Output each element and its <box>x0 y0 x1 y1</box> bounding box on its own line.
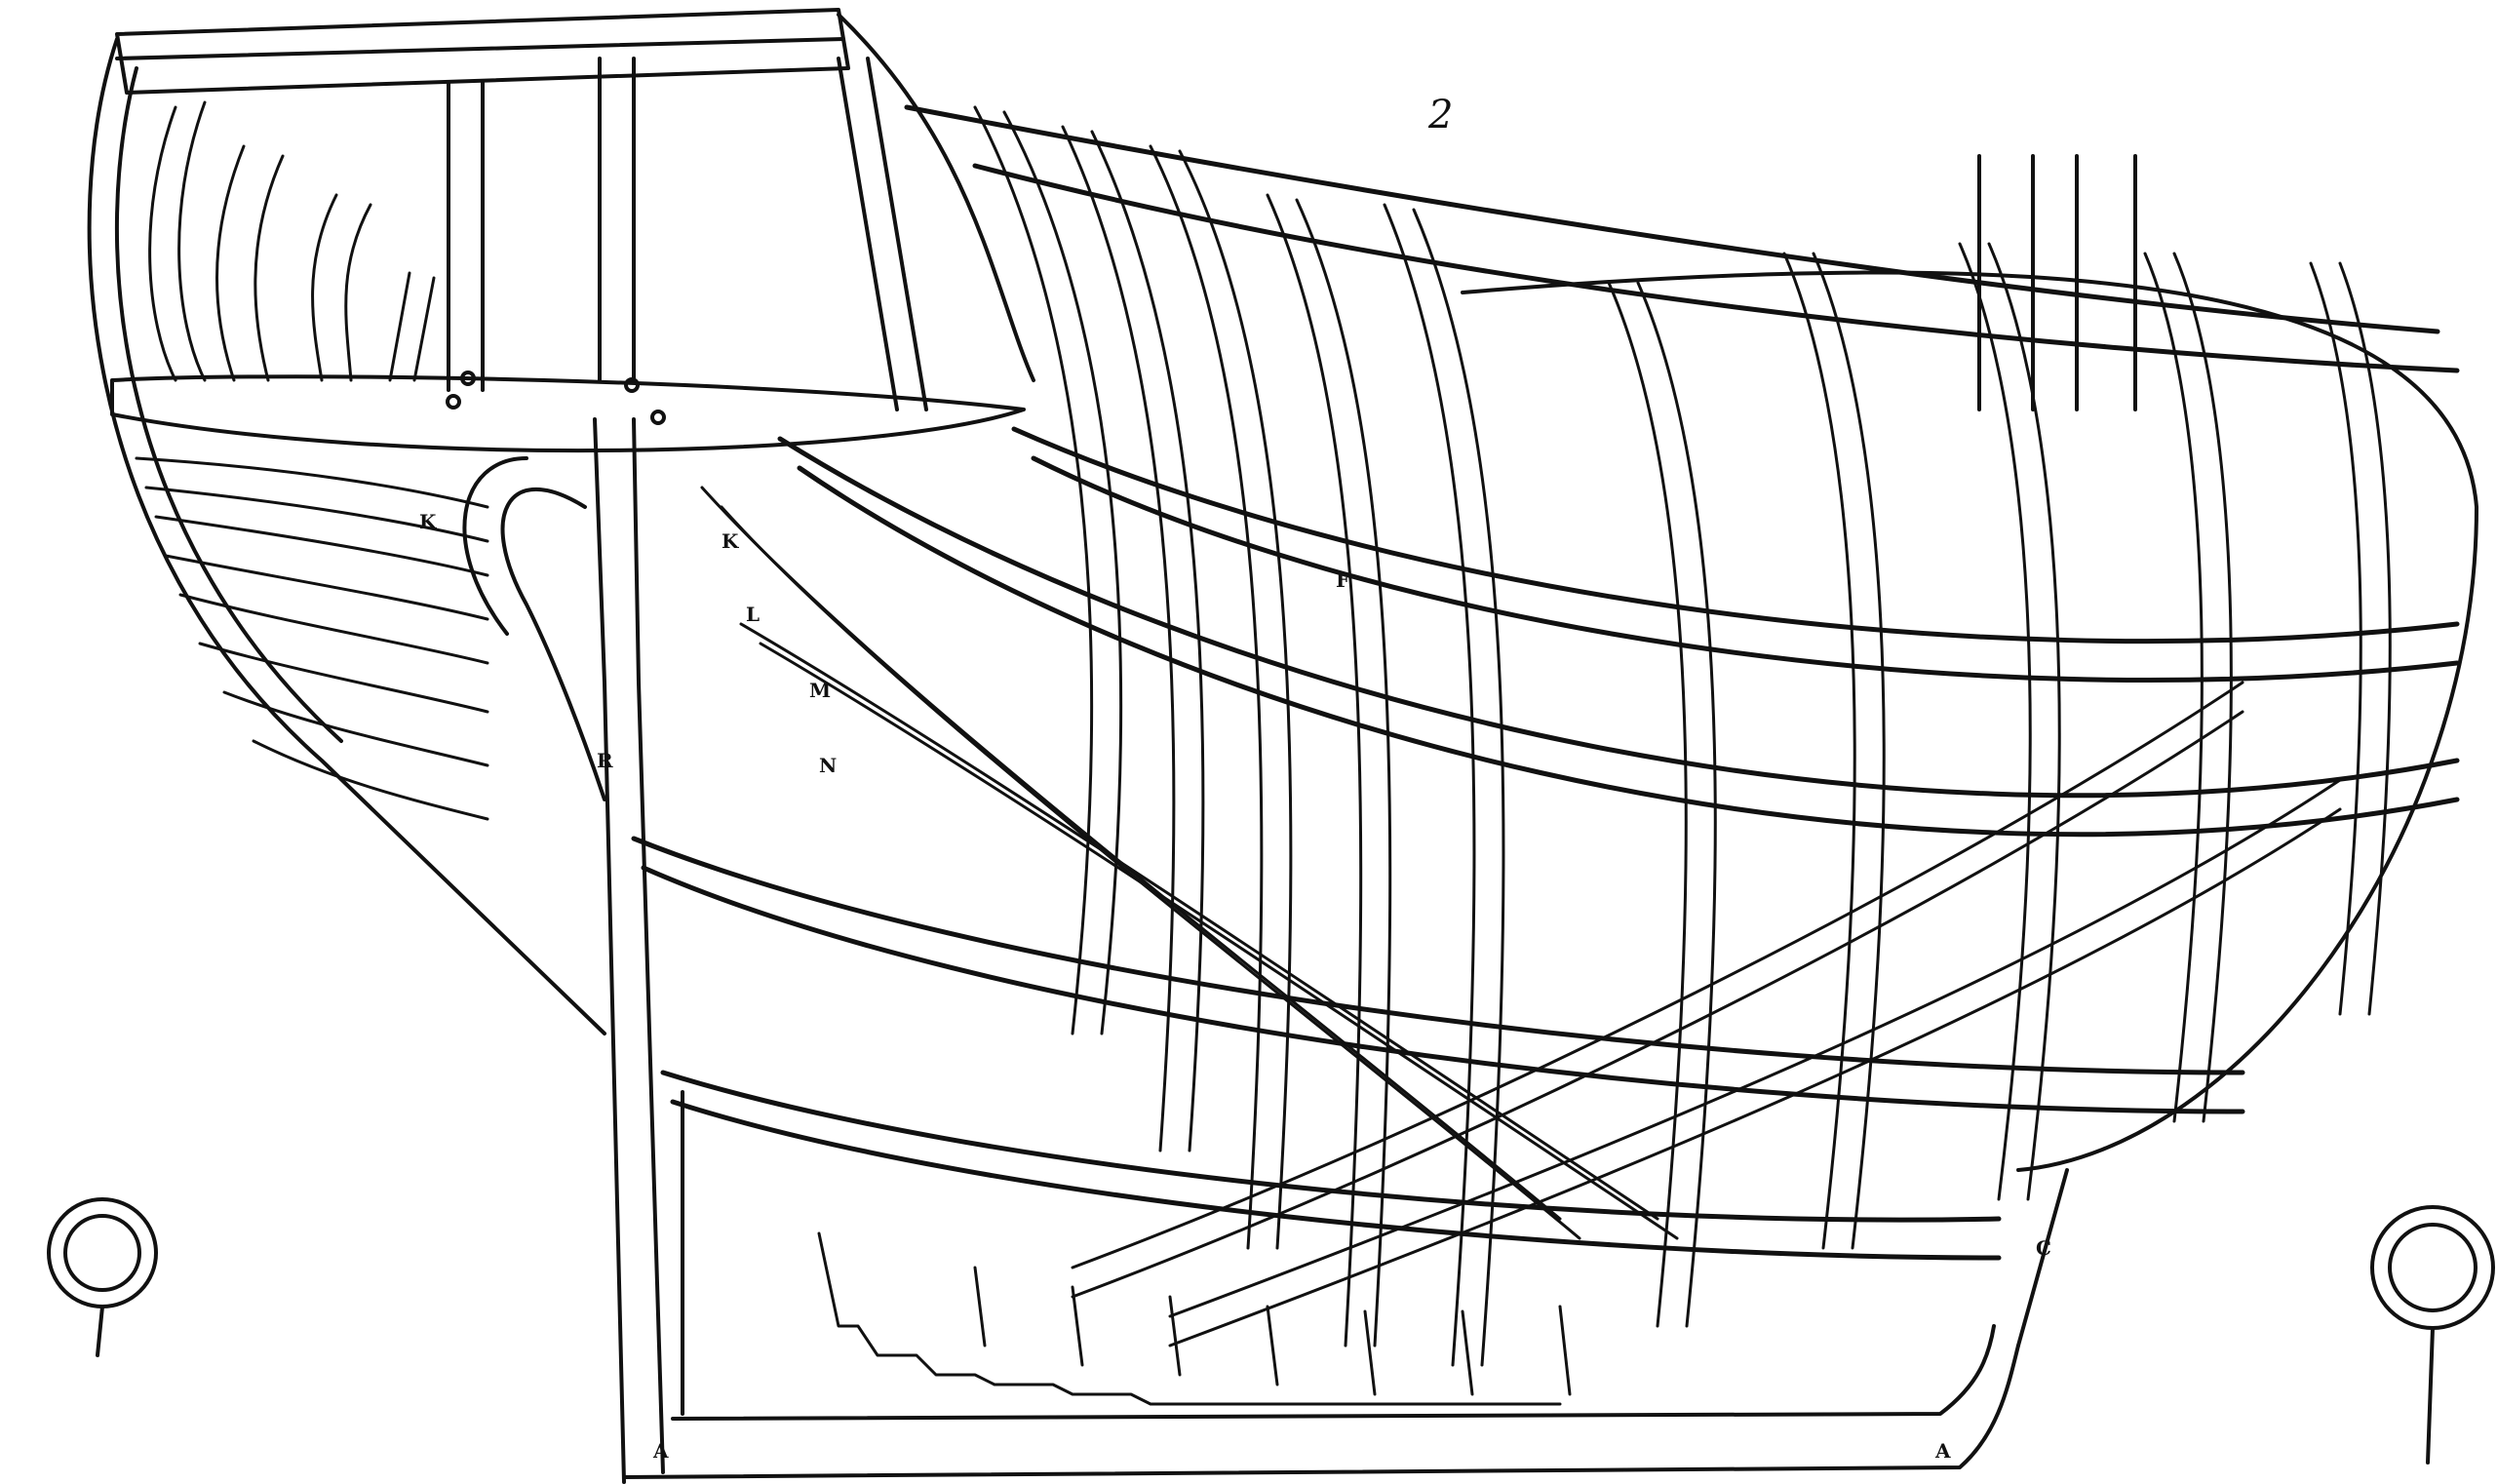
label-r: R <box>597 749 613 772</box>
label-l: L <box>746 603 761 626</box>
label-a-left: A <box>653 1439 669 1463</box>
bow-outline <box>1461 270 2478 1172</box>
label-f: F <box>1336 568 1350 592</box>
stern-hull-outline <box>87 13 1035 1035</box>
label-k-right: K <box>722 529 739 553</box>
lifebuoy-icon <box>47 1197 158 1357</box>
ribbands <box>631 104 2460 1261</box>
stern-planking <box>135 456 489 821</box>
figure-number: 2 <box>1428 93 1454 137</box>
stern-stanchions <box>447 57 928 411</box>
stern-frames <box>148 100 436 382</box>
label-n: N <box>819 754 838 777</box>
label-k-left: K <box>419 510 437 533</box>
stern-post <box>462 417 665 1484</box>
lifebuoy-icon <box>2370 1205 2495 1464</box>
label-c: C <box>2036 1236 2051 1260</box>
stern-top-rail <box>115 8 850 95</box>
transom-plank <box>110 371 1026 453</box>
keel <box>622 1090 2069 1479</box>
diagonal-braces <box>700 486 2342 1347</box>
label-m: M <box>809 679 832 702</box>
label-a-right: A <box>1935 1439 1951 1463</box>
bow-timbers <box>1977 154 2137 411</box>
keel-floors <box>817 1231 1572 1406</box>
